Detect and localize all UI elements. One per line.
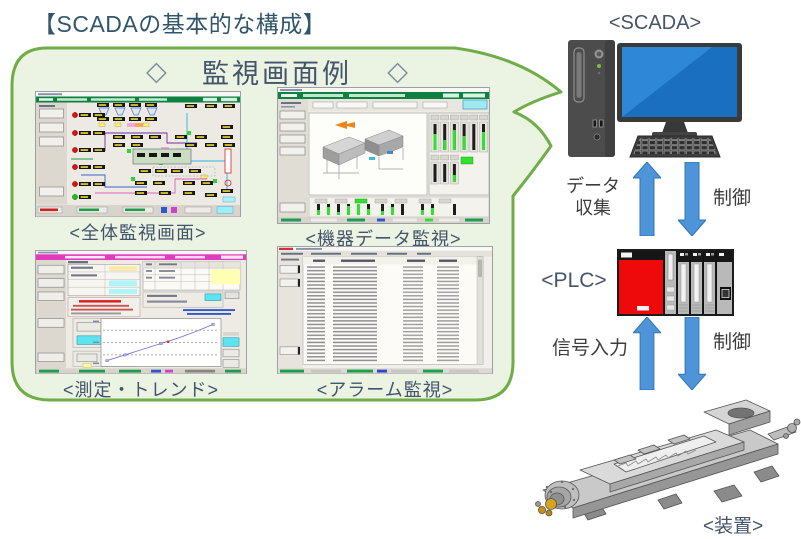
overall-monitoring-screenshot: [35, 91, 241, 217]
plc-node-label: <PLC>: [541, 269, 607, 292]
bubble-title-text: 監視画面例: [202, 59, 352, 89]
screen-overall-monitoring: [35, 91, 241, 217]
caption-overall-monitoring: <全体監視画面>: [69, 223, 207, 243]
diamond-icon: ◇: [387, 56, 408, 86]
label-data-collect: データ 収集: [566, 176, 620, 218]
bubble-title: ◇ 監視画面例 ◇: [146, 52, 408, 91]
caption-trend: <測定・トレンド>: [62, 380, 220, 400]
diamond-icon: ◇: [146, 56, 167, 86]
plc-illustration: [617, 249, 734, 316]
screen-trend: [35, 250, 247, 374]
arrow-down-control-upper: [678, 162, 706, 236]
label-signal-input: 信号入力: [551, 338, 628, 359]
computer-illustration: [568, 40, 742, 158]
label-control-upper: 制御: [713, 188, 752, 209]
device-node-label: <装置>: [703, 516, 764, 537]
screen-equipment-data: [277, 87, 490, 224]
trend-screenshot: [35, 250, 247, 374]
caption-alarm: <アラーム監視>: [316, 380, 454, 400]
device-illustration: [535, 399, 801, 521]
arrow-up-signal-input: [633, 317, 661, 390]
pc-monitor: [617, 43, 742, 138]
alarm-screenshot: [277, 246, 493, 374]
scada-node-label: <SCADA>: [608, 12, 702, 34]
pc-tower: [568, 40, 615, 157]
arrow-down-control-lower: [678, 317, 706, 390]
screen-alarm: [277, 246, 493, 374]
label-control-lower: 制御: [713, 332, 752, 353]
page-title: 【SCADAの基本的な構成】: [33, 11, 327, 37]
caption-equipment-data: <機器データ監視>: [305, 229, 462, 249]
equipment-data-screenshot: [277, 87, 490, 224]
arrow-up-data-collect: [633, 162, 661, 236]
pc-keyboard: [629, 135, 721, 158]
